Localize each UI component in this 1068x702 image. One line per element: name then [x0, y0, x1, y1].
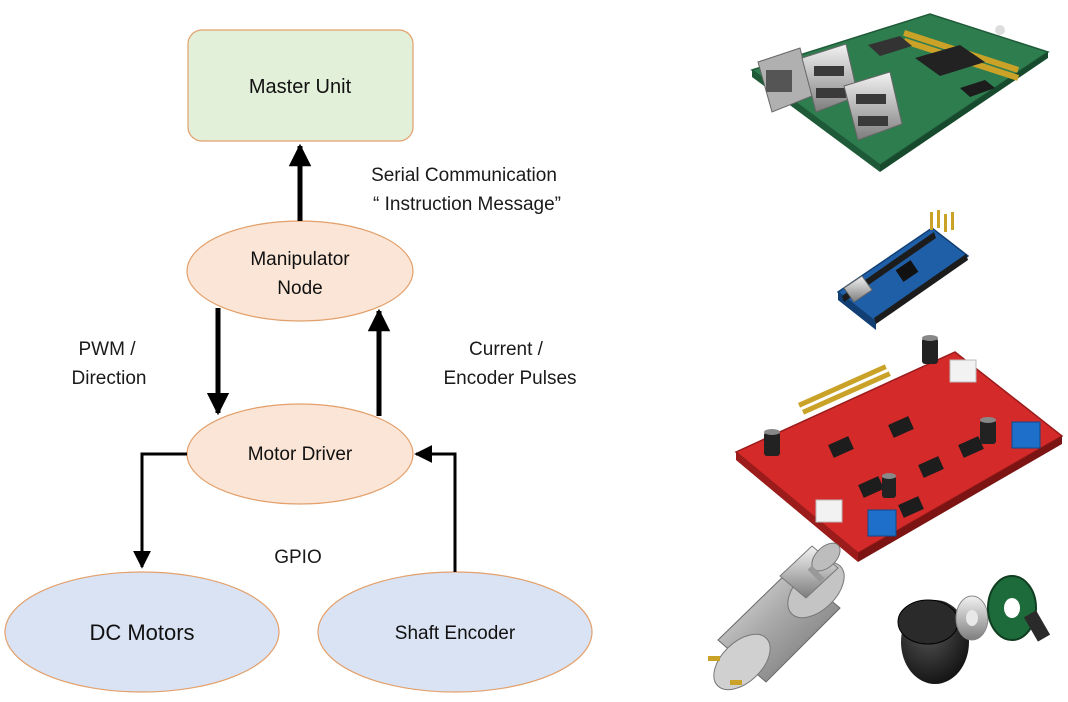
- encoder-pulses-label: Encoder Pulses: [443, 368, 576, 389]
- dc-motors-ellipse: [4, 571, 280, 693]
- instruction-message-label: “ Instruction Message”: [373, 194, 561, 215]
- master-unit-box: [187, 29, 414, 142]
- manipulator-node-label-1: Manipulator: [250, 249, 350, 270]
- shaft-encoder-label: Shaft Encoder: [395, 623, 516, 644]
- serial-communication-label: Serial Communication: [371, 165, 557, 186]
- arrow-encoder-to-driver: [414, 445, 457, 572]
- dc-gear-motor-image: [708, 542, 845, 691]
- direction-label: Direction: [72, 368, 147, 389]
- manipulator-node-label-2: Node: [277, 278, 322, 299]
- dc-motors-label: DC Motors: [89, 620, 194, 645]
- motor-driver-board-image: [734, 335, 1064, 562]
- arrow-driver-to-dc-motors: [133, 452, 187, 569]
- motor-driver-label: Motor Driver: [248, 444, 353, 465]
- raspberry-pi-image: [750, 13, 1050, 172]
- shaft-encoder-image: [897, 575, 1051, 684]
- manipulator-node-ellipse: [186, 220, 414, 322]
- arduino-nano-image: [836, 210, 970, 330]
- pwm-label: PWM /: [79, 339, 137, 360]
- current-label: Current /: [469, 339, 544, 360]
- gpio-label: GPIO: [274, 547, 322, 568]
- master-unit-label: Master Unit: [249, 76, 352, 98]
